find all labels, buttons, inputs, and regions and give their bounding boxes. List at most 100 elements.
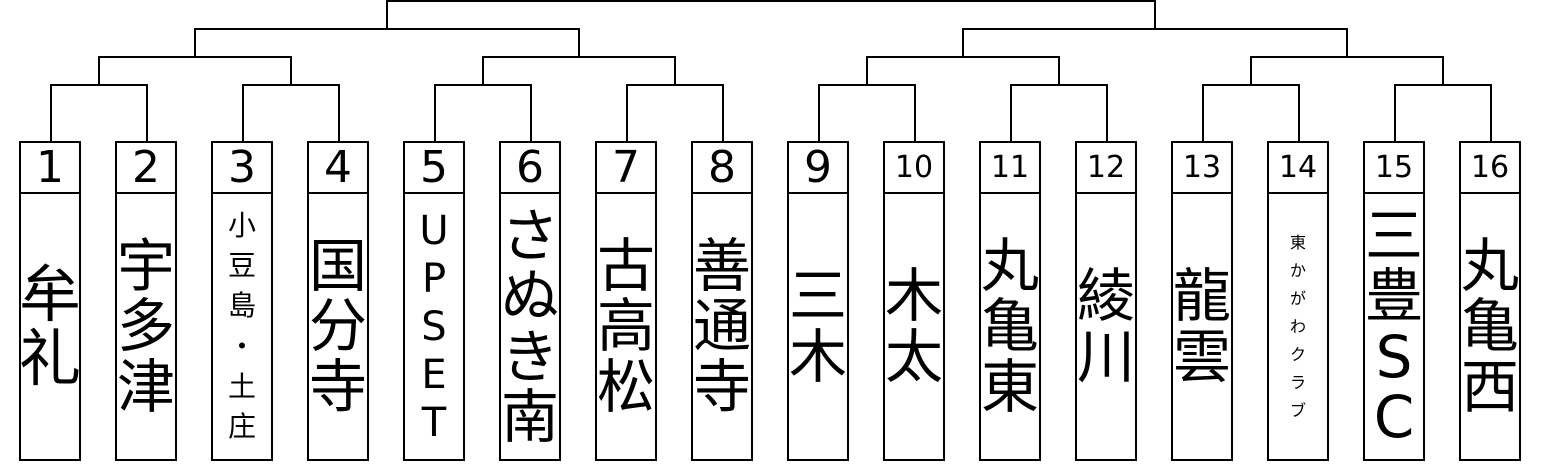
seed-number: 15 [1365,143,1423,194]
seed-number: 6 [501,143,559,194]
seed-number: 2 [117,143,175,194]
team-name-char: 綾 [1077,262,1136,331]
team-name-char: 多 [117,292,176,361]
team-name-char: 高 [597,292,656,361]
team-name-char: が [1289,288,1306,308]
team-name-char: ク [1289,344,1306,364]
team-name-char: 西 [1461,352,1520,421]
seed-number: 5 [405,143,463,194]
team-name-char: 牟 [19,258,82,332]
team-name-char: 雲 [1173,322,1232,391]
seed-number: 16 [1461,143,1519,194]
team-name-char: 分 [309,292,368,361]
seed-number: 8 [693,143,751,194]
team-name-char: 礼 [19,321,82,395]
team-name-char: 丸 [1461,232,1520,301]
team-name-char: ラ [1289,372,1306,392]
team-name-char: ・ [227,329,256,363]
team-name-char: 亀 [981,292,1040,361]
team-name-char: 川 [1077,322,1136,391]
team-name-char: 寺 [309,352,368,421]
seed-number: 13 [1173,143,1231,194]
team-name-char: 三 [789,262,848,331]
team-name-char: 津 [117,352,176,421]
team-name: 善通寺 [693,194,751,459]
team-name-char: 太 [885,322,944,391]
team-box-7: 7 古高松 [595,141,657,461]
team-name-char: 丸 [981,232,1040,301]
team-name-char: 東 [981,352,1040,421]
team-name: 三木 [789,194,847,459]
team-name: 宇多津 [117,194,175,459]
team-name-char: わ [1289,316,1306,336]
seed-number: 10 [885,143,943,194]
team-name-char: 宇 [117,232,176,301]
team-name-char: 国 [309,232,368,301]
team-name: 国分寺 [309,194,367,459]
team-name-char: 庄 [227,410,256,444]
team-name-char: E [421,351,447,398]
seed-number: 12 [1077,143,1135,194]
team-name: さぬき南 [501,194,559,459]
team-name: 東かがわクラブ [1269,194,1327,459]
team-name-char: か [1289,260,1306,280]
seed-number: 1 [21,143,79,194]
team-name-char: 木 [885,262,944,331]
team-name-char: 通 [693,292,752,361]
team-name-char: き [501,322,560,391]
seed-number: 14 [1269,143,1327,194]
team-name-char: 古 [597,232,656,301]
seed-number: 11 [981,143,1039,194]
team-name-char: C [1373,382,1415,451]
team-name-char: 善 [693,232,752,301]
team-name: 丸亀西 [1461,194,1519,459]
team-name-char: 龍 [1173,262,1232,331]
team-name-char: T [421,399,447,446]
seed-number: 3 [213,143,271,194]
seed-number: 9 [789,143,847,194]
team-name-char: 豊 [1365,262,1424,331]
team-name: 丸亀東 [981,194,1039,459]
seed-number: 4 [309,143,367,194]
team-name-char: 亀 [1461,292,1520,361]
team-name: 龍雲 [1173,194,1231,459]
team-name-char: 土 [227,369,256,403]
team-name-char: 寺 [693,352,752,421]
seed-number: 7 [597,143,655,194]
team-name: 牟礼 [19,194,82,459]
team-name-char: さ [501,201,560,270]
team-name-char: 島 [227,289,256,323]
team-name: 木太 [885,194,943,459]
team-name-char: 南 [501,382,560,451]
team-name-char: P [421,255,447,302]
team-name-char: 小 [227,208,256,242]
team-name-char: 木 [789,322,848,391]
team-name: 綾川 [1077,194,1135,459]
team-name-char: 豆 [227,248,256,282]
team-name-char: ブ [1289,400,1306,420]
team-name-char: S [1375,322,1413,391]
team-name-char: 松 [597,352,656,421]
team-name-char: S [421,303,447,350]
team-name-char: 三 [1365,201,1424,270]
team-name-char: ぬ [501,262,560,331]
team-name: 小豆島・土庄 [213,194,271,459]
